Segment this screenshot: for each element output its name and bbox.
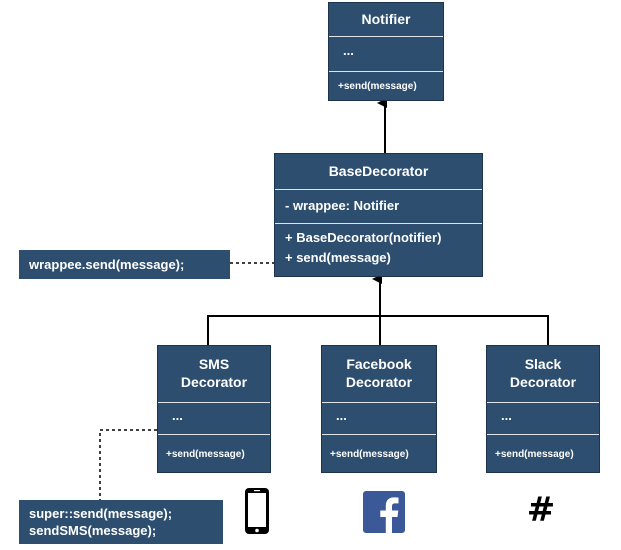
- facebook-decorator-method: +send(message): [330, 449, 409, 460]
- sms-decorator-name-line1: SMS: [198, 356, 230, 372]
- sms-decorator-class-box: SMS Decorator ... +send(message): [157, 345, 271, 473]
- note-connector-sms: [99, 429, 157, 500]
- note-sms-send: super::send(message); sendSMS(message);: [19, 500, 223, 544]
- base-decorator-class-box: BaseDecorator - wrappee: Notifier + Base…: [274, 153, 483, 277]
- slack-decorator-method: +send(message): [495, 449, 574, 460]
- facebook-decorator-fields: ...: [336, 408, 347, 423]
- base-decorator-field: - wrappee: Notifier: [285, 198, 400, 213]
- notifier-method: +send(message): [338, 81, 417, 92]
- notifier-class-box: Notifier ... +send(message): [328, 2, 444, 101]
- facebook-decorator-name-line1: Facebook: [346, 356, 412, 372]
- facebook-icon: [363, 491, 405, 533]
- base-decorator-constructor: + BaseDecorator(notifier): [285, 230, 442, 245]
- hash-icon: #: [526, 490, 556, 530]
- slack-decorator-class-name: Slack Decorator: [487, 355, 599, 391]
- note-sms-line1: super::send(message);: [29, 506, 173, 521]
- note-wrappee-send: wrappee.send(message);: [19, 250, 230, 279]
- sms-decorator-fields: ...: [172, 408, 183, 423]
- facebook-decorator-class-name: Facebook Decorator: [322, 355, 436, 391]
- sms-decorator-method: +send(message): [166, 449, 245, 460]
- facebook-decorator-name-line2: Decorator: [345, 374, 413, 390]
- sms-decorator-name-line2: Decorator: [180, 374, 248, 390]
- base-decorator-send: + send(message): [285, 250, 391, 265]
- notifier-class-name: Notifier: [361, 11, 411, 27]
- notifier-fields: ...: [343, 43, 354, 58]
- base-decorator-class-name: BaseDecorator: [328, 163, 429, 179]
- slack-decorator-fields: ...: [501, 408, 512, 423]
- note-sms-line2: sendSMS(message);: [29, 523, 157, 538]
- slack-decorator-name-line1: Slack: [524, 356, 562, 372]
- sms-decorator-class-name: SMS Decorator: [158, 355, 270, 391]
- note-wrappee-text: wrappee.send(message);: [29, 257, 185, 272]
- slack-decorator-class-box: Slack Decorator ... +send(message): [486, 345, 600, 473]
- facebook-decorator-class-box: Facebook Decorator ... +send(message): [321, 345, 437, 473]
- phone-icon: [244, 487, 270, 535]
- slack-decorator-name-line2: Decorator: [509, 374, 577, 390]
